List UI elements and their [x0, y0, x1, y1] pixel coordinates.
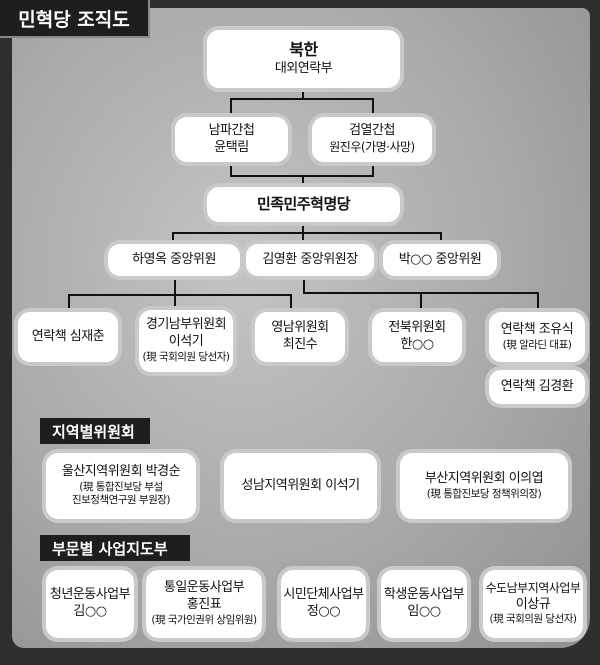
node-title: 시민단체사업부: [283, 587, 364, 603]
node-spy-2: 검열간첩 원진우(가명·사망): [312, 117, 432, 162]
node-title: 하영옥 중앙위원: [132, 251, 216, 267]
node-name: 정○○: [306, 604, 341, 619]
sector-section-label: 부문별 사업지도부: [40, 535, 190, 561]
node-name: 임○○: [407, 604, 441, 619]
node-title: 통일운동사업부: [163, 580, 245, 596]
node-title: 연락책 심재춘: [31, 328, 105, 344]
node-note: (現 국가인권위 상임위원): [151, 614, 257, 627]
node-name: 최진수: [282, 337, 318, 352]
connector: [230, 98, 232, 117]
node-branch-5: 연락책 조유식 (現 알라딘 대표): [489, 312, 585, 362]
node-title: 학생운동사업부: [383, 587, 465, 603]
node-branch-6: 연락책 김경환: [489, 370, 585, 404]
node-note: (現 통합진보당 부설: [79, 480, 163, 493]
connector: [290, 294, 292, 312]
node-north-korea: 북한 대외연락부: [207, 30, 400, 88]
node-sector-4: 학생운동사업부 임○○: [381, 570, 467, 638]
node-title: 부산지역위원회 이의엽: [424, 470, 544, 486]
connector: [372, 162, 374, 176]
node-title: 영남위원회: [271, 320, 329, 336]
node-branch-1: 연락책 심재춘: [18, 312, 118, 362]
node-title: 청년운동사업부: [49, 587, 131, 603]
node-sector-3: 시민단체사업부 정○○: [281, 570, 366, 638]
node-title: 경기남부위원회: [145, 317, 227, 333]
node-title: 박○○ 중앙위원: [398, 251, 482, 267]
node-title: 김영환 중앙위원장: [262, 251, 358, 267]
node-title: 민족민주혁명당: [256, 194, 351, 213]
connector: [172, 232, 442, 234]
node-sector-1: 청년운동사업부 김○○: [46, 570, 134, 638]
regional-section-label: 지역별위원회: [40, 418, 150, 444]
connector: [68, 294, 292, 296]
connector: [302, 88, 304, 100]
connector: [68, 294, 70, 312]
node-title: 성남지역위원회 이석기: [241, 477, 360, 493]
node-branch-3: 영남위원회 최진수: [255, 312, 345, 362]
node-title: 수도남부지역사업부: [485, 580, 581, 595]
node-title: 검열간첩: [349, 123, 395, 139]
node-branch-2: 경기남부위원회 이석기 (現 국회의원 당선자): [139, 310, 233, 372]
node-title: 연락책 조유식: [500, 321, 574, 337]
connector: [302, 175, 304, 187]
node-name: 한○○: [400, 337, 434, 352]
connector: [537, 362, 539, 370]
node-note: 진보정책연구원 부원장): [71, 494, 171, 507]
node-name: 윤택림: [214, 139, 249, 155]
connector: [420, 292, 422, 312]
node-name: 이석기: [168, 334, 204, 350]
node-note: (現 알라딘 대표): [502, 338, 572, 351]
connector: [172, 232, 174, 244]
node-party: 민족민주혁명당: [207, 187, 400, 222]
node-regional-3: 부산지역위원회 이의엽 (現 통합진보당 정책위의장): [400, 453, 568, 519]
node-central-1: 하영옥 중앙위원: [108, 244, 240, 276]
connector: [230, 98, 374, 100]
node-regional-1: 울산지역위원회 박경순 (現 통합진보당 부설 진보정책연구원 부원장): [46, 453, 196, 519]
node-subtitle: 대외연락부: [274, 60, 333, 76]
node-central-2: 김영환 중앙위원장: [246, 244, 374, 276]
node-title: 남파간첩: [208, 122, 255, 138]
node-spy-1: 남파간첩 윤택림: [175, 117, 288, 162]
node-title: 전북위원회: [388, 320, 446, 336]
node-central-3: 박○○ 중앙위원: [383, 244, 497, 276]
connector: [537, 292, 539, 312]
node-name: 홍진표: [186, 597, 222, 613]
node-title: 연락책 김경환: [500, 378, 574, 394]
node-name: 원진우(가명·사망): [329, 140, 415, 155]
node-note: (現 국회의원 당선자): [142, 351, 231, 364]
connector: [372, 98, 374, 117]
node-title: 울산지역위원회 박경순: [61, 463, 181, 479]
node-sector-5: 수도남부지역사업부 이상규 (現 국회의원 당선자): [483, 570, 583, 638]
connector: [230, 162, 232, 176]
node-branch-4: 전북위원회 한○○: [372, 312, 462, 362]
node-sector-2: 통일운동사업부 홍진표 (現 국가인권위 상임위원): [146, 570, 262, 638]
connector: [440, 232, 442, 244]
node-note: (現 국회의원 당선자): [489, 613, 578, 626]
connector: [303, 276, 305, 294]
node-note: (現 통합진보당 정책위의장): [426, 487, 542, 500]
node-name: 이상규: [515, 596, 551, 612]
node-name: 김○○: [73, 604, 107, 619]
node-regional-2: 성남지역위원회 이석기: [224, 453, 377, 519]
node-title: 북한: [289, 40, 318, 60]
chart-title: 민혁당 조직도: [0, 0, 150, 38]
